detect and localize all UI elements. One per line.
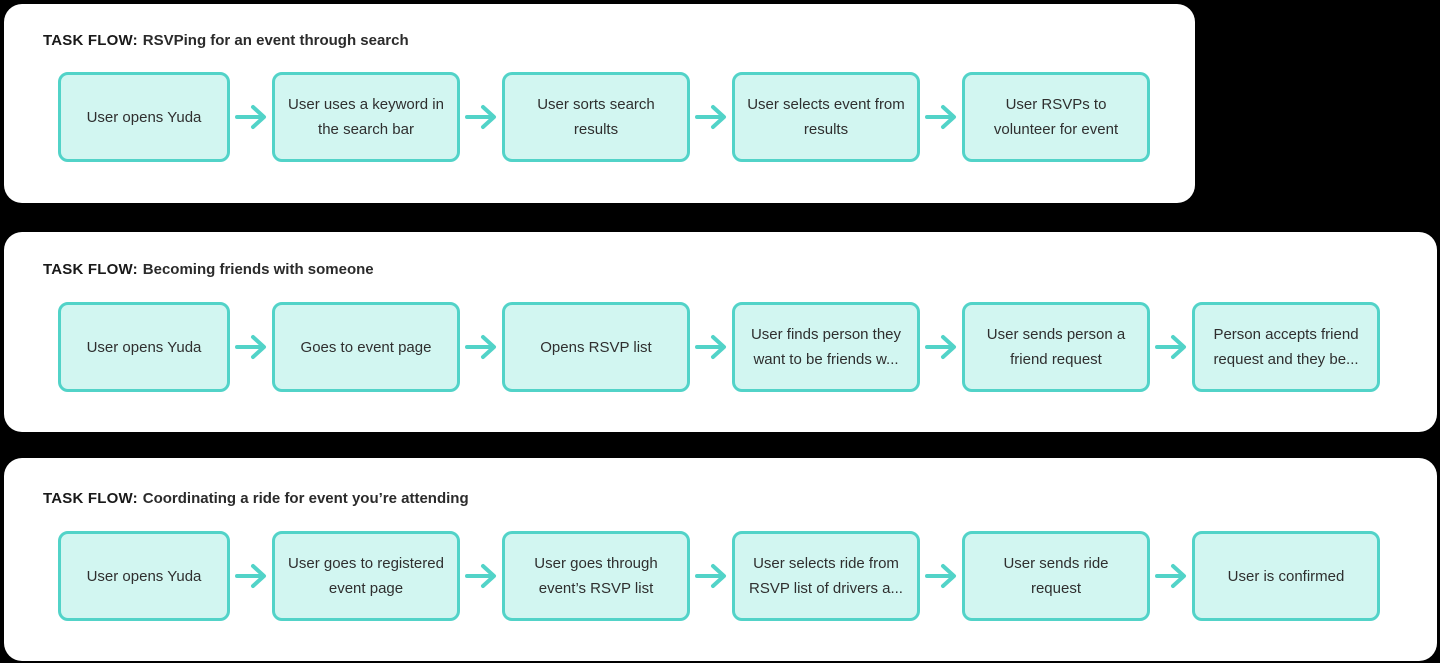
flow-step-label: User opens Yuda (86, 567, 202, 585)
flow-step-label: User opens Yuda (86, 108, 202, 126)
arrow-right-icon (460, 102, 502, 132)
flow-step-label: User goes to registered event page (288, 555, 444, 597)
flow-step-box: User uses a keyword in the search bar (272, 72, 460, 162)
flow-steps-row: User opens Yuda User goes to registered e… (58, 531, 1380, 621)
flow-step-box: User is confirmed (1192, 531, 1380, 621)
flow-step-box: User selects event from results (732, 72, 920, 162)
task-flow-panel-friends: TASK FLOW:Becoming friends with someone … (4, 232, 1437, 432)
flow-steps-row: User opens Yuda Goes to event page Opens R… (58, 302, 1380, 392)
flow-step-box: User finds person they want to be friend… (732, 302, 920, 392)
flow-step-label: User selects event from results (747, 96, 905, 138)
flow-step-box: Goes to event page (272, 302, 460, 392)
flow-step-box: User sorts search results (502, 72, 690, 162)
flow-step-box: Opens RSVP list (502, 302, 690, 392)
flow-step-label: User goes through event’s RSVP list (534, 555, 658, 597)
flow-step-label: User uses a keyword in the search bar (288, 96, 444, 138)
task-flow-label: TASK FLOW: (43, 261, 138, 278)
panel-title: TASK FLOW:RSVPing for an event through s… (43, 31, 409, 51)
task-flow-label: TASK FLOW: (43, 490, 138, 507)
flow-step-label: Person accepts friend request and they b… (1213, 326, 1359, 368)
flow-step-label: User sends person a friend request (986, 326, 1126, 368)
arrow-right-icon (460, 561, 502, 591)
arrow-right-icon (460, 332, 502, 362)
task-flow-title: Becoming friends with someone (142, 261, 374, 278)
task-flow-panel-search-rsvp: TASK FLOW:RSVPing for an event through s… (4, 4, 1195, 203)
arrow-right-icon (920, 102, 962, 132)
arrow-right-icon (690, 102, 732, 132)
flow-steps-row: User opens Yuda User uses a keyword in th… (58, 72, 1150, 162)
arrow-right-icon (230, 561, 272, 591)
flow-step-box: User opens Yuda (58, 531, 230, 621)
flow-step-label: User finds person they want to be friend… (750, 326, 902, 368)
arrow-right-icon (920, 332, 962, 362)
task-flow-title: Coordinating a ride for event you’re att… (142, 490, 469, 507)
flow-step-label: Opens RSVP list (540, 338, 652, 356)
arrow-right-icon (1150, 561, 1192, 591)
flow-step-box: User opens Yuda (58, 72, 230, 162)
flow-step-box: User selects ride from RSVP list of driv… (732, 531, 920, 621)
task-flow-label: TASK FLOW: (43, 32, 138, 49)
flow-step-box: Person accepts friend request and they b… (1192, 302, 1380, 392)
flow-step-box: User sends ride request (962, 531, 1150, 621)
flow-step-label: User sorts search results (537, 96, 655, 138)
arrow-right-icon (230, 332, 272, 362)
flow-step-label: Goes to event page (300, 338, 432, 356)
flow-step-box: User goes to registered event page (272, 531, 460, 621)
arrow-right-icon (230, 102, 272, 132)
flow-step-label: User sends ride request (1003, 555, 1109, 597)
flow-step-box: User opens Yuda (58, 302, 230, 392)
task-flow-title: RSVPing for an event through search (142, 32, 409, 49)
flow-step-box: User RSVPs to volunteer for event (962, 72, 1150, 162)
arrow-right-icon (690, 332, 732, 362)
flow-step-box: User goes through event’s RSVP list (502, 531, 690, 621)
arrow-right-icon (1150, 332, 1192, 362)
flow-step-label: User is confirmed (1227, 567, 1345, 585)
arrow-right-icon (690, 561, 732, 591)
task-flow-panel-ride: TASK FLOW:Coordinating a ride for event … (4, 458, 1437, 661)
arrow-right-icon (920, 561, 962, 591)
panel-title: TASK FLOW:Coordinating a ride for event … (43, 489, 469, 509)
flow-step-box: User sends person a friend request (962, 302, 1150, 392)
flow-step-label: User RSVPs to volunteer for event (993, 96, 1119, 138)
flow-step-label: User opens Yuda (86, 338, 202, 356)
panel-title: TASK FLOW:Becoming friends with someone (43, 260, 374, 280)
flow-step-label: User selects ride from RSVP list of driv… (749, 555, 903, 597)
